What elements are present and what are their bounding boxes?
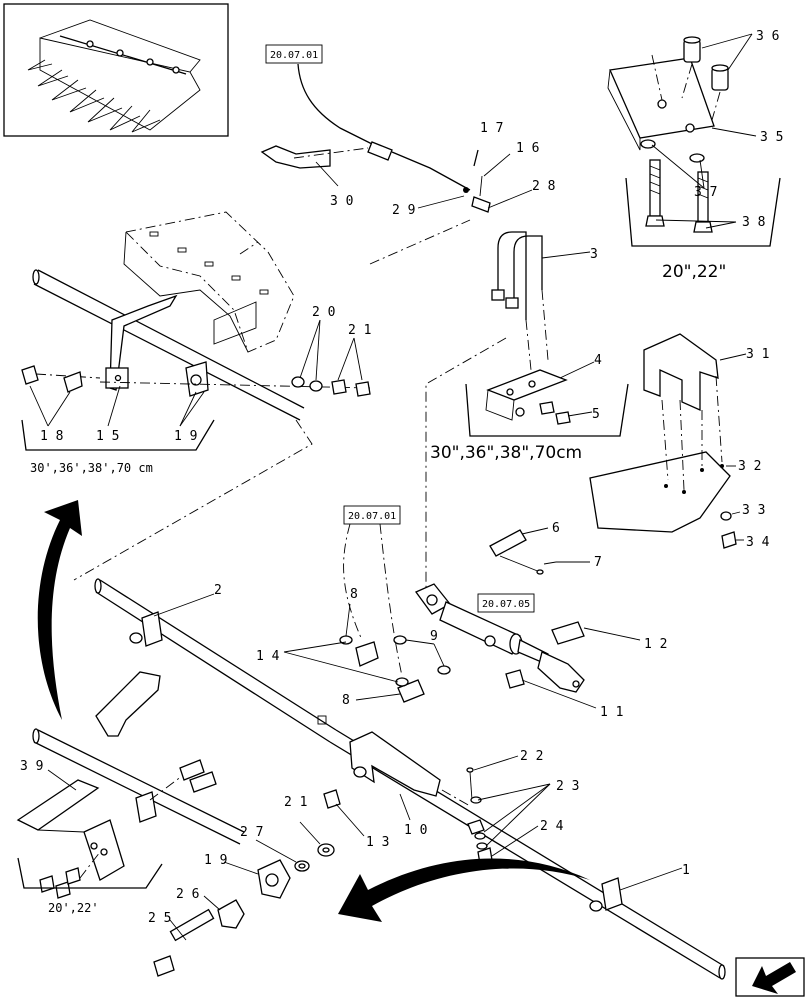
svg-text:3 2: 3 2	[738, 459, 761, 474]
svg-text:2 7: 2 7	[240, 825, 263, 840]
svg-text:1 9: 1 9	[204, 853, 227, 868]
svg-text:8: 8	[342, 693, 350, 708]
svg-text:1 2: 1 2	[644, 637, 667, 652]
ref-code-hydraulic: 20.07.01	[348, 511, 396, 522]
svg-text:9: 9	[430, 629, 438, 644]
svg-text:3: 3	[590, 247, 598, 262]
svg-text:3 0: 3 0	[330, 194, 353, 209]
header-thumbnail	[3, 3, 229, 137]
svg-text:7: 7	[594, 555, 602, 570]
svg-text:2 1: 2 1	[348, 323, 371, 338]
left-shield-group: 2 0 2 1 1 8 1 5 1 9 30',36',38',70 cm	[21, 211, 371, 581]
option-box-30-36-38: 30",36",38",70cm 3 4 5	[425, 231, 629, 594]
svg-text:1 0: 1 0	[404, 823, 427, 838]
svg-text:1 4: 1 4	[256, 649, 280, 664]
right-shield-group: 3 1 3 2 3 3 3 4	[589, 333, 770, 550]
svg-text:3 9: 3 9	[20, 759, 43, 774]
svg-text:3 3: 3 3	[742, 503, 765, 518]
svg-text:2 0: 2 0	[312, 305, 335, 320]
svg-text:2 9: 2 9	[392, 203, 415, 218]
svg-text:1 1: 1 1	[600, 705, 623, 720]
svg-text:2 5: 2 5	[148, 911, 171, 926]
svg-text:2: 2	[214, 583, 222, 598]
option-label-bottom: 20',22'	[48, 901, 99, 915]
svg-text:6: 6	[552, 521, 560, 536]
svg-text:1 8: 1 8	[40, 429, 63, 444]
option-box-20-22-top: 20",22" 3 6 3 5 3 7 3 8	[607, 29, 783, 282]
svg-text:2 6: 2 6	[176, 887, 199, 902]
option-label-left: 30',36',38',70 cm	[30, 461, 153, 475]
svg-text:1: 1	[682, 863, 690, 878]
svg-text:1 7: 1 7	[480, 121, 503, 136]
svg-text:3 7: 3 7	[694, 185, 717, 200]
svg-text:4: 4	[594, 353, 602, 368]
svg-text:3 8: 3 8	[742, 215, 765, 230]
svg-text:5: 5	[592, 407, 600, 422]
svg-text:3 5: 3 5	[760, 130, 783, 145]
svg-text:1 3: 1 3	[366, 835, 389, 850]
svg-text:2 3: 2 3	[556, 779, 579, 794]
cable-assembly: 20.07.01 1 7 1 6 2 8 2 9 3 0	[260, 44, 555, 265]
option-label-20-22-top: 20",22"	[662, 262, 726, 282]
svg-text:1 5: 1 5	[96, 429, 119, 444]
svg-text:3 6: 3 6	[756, 29, 779, 44]
svg-text:3 4: 3 4	[746, 535, 770, 550]
svg-text:2 2: 2 2	[520, 749, 543, 764]
ref-code-cable: 20.07.01	[270, 50, 318, 61]
ref-code-cylinder: 20.07.05	[482, 599, 530, 610]
svg-text:2 8: 2 8	[532, 179, 555, 194]
bearing-group: 2 1 2 7 1 9 2 6 2 5	[148, 795, 335, 977]
option-label-30-36-38: 30",36",38",70cm	[430, 443, 582, 463]
rotation-arrows	[37, 500, 590, 922]
svg-text:2 1: 2 1	[284, 795, 307, 810]
svg-text:1 6: 1 6	[516, 141, 539, 156]
bottom-left-group: 3 9 20',22'	[16, 671, 245, 915]
svg-text:8: 8	[350, 587, 358, 602]
main-assembly: 2 1 20.07.05 6 7 1 2	[94, 505, 726, 980]
previous-page-icon[interactable]	[735, 957, 805, 997]
svg-text:3 1: 3 1	[746, 347, 769, 362]
svg-text:1 9: 1 9	[174, 429, 197, 444]
svg-text:2 4: 2 4	[540, 819, 564, 834]
